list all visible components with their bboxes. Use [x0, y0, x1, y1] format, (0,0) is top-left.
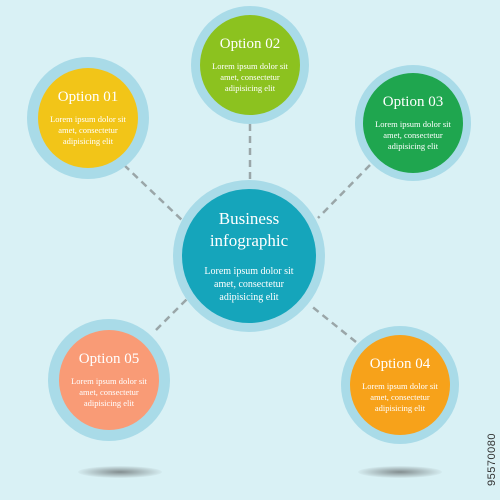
option-01-title: Option 01 [57, 88, 119, 105]
stock-id-label: 95570080 [486, 433, 498, 486]
option-05-node: Option 05 Lorem ipsum dolor sit amet, co… [48, 319, 170, 441]
center-title: Business infographic [210, 208, 288, 251]
option-04-node: Option 04 Lorem ipsum dolor sit amet, co… [341, 326, 459, 444]
center-node: Business infographic Lorem ipsum dolor s… [173, 180, 325, 332]
option-03-text: Lorem ipsum dolor sit amet, consectetur … [375, 119, 451, 152]
connector-option-05 [155, 295, 191, 331]
option-02-disc: Option 02 Lorem ipsum dolor sit amet, co… [200, 15, 300, 115]
option-04-disc: Option 04 Lorem ipsum dolor sit amet, co… [350, 335, 450, 435]
option-03-title: Option 03 [382, 93, 444, 110]
option-02-node: Option 02 Lorem ipsum dolor sit amet, co… [191, 6, 309, 124]
option-03-disc: Option 03 Lorem ipsum dolor sit amet, co… [363, 73, 463, 173]
option-05-text: Lorem ipsum dolor sit amet, consectetur … [71, 376, 147, 409]
option-04-title: Option 04 [369, 355, 431, 372]
option-05-disc: Option 05 Lorem ipsum dolor sit amet, co… [59, 330, 159, 430]
center-node-disc: Business infographic Lorem ipsum dolor s… [182, 189, 316, 323]
connector-option-04 [309, 304, 357, 343]
option-04-text: Lorem ipsum dolor sit amet, consectetur … [362, 381, 438, 414]
option-05-title: Option 05 [78, 350, 140, 367]
option-01-node: Option 01 Lorem ipsum dolor sit amet, co… [27, 57, 149, 179]
option-03-node: Option 03 Lorem ipsum dolor sit amet, co… [355, 65, 471, 181]
option-01-disc: Option 01 Lorem ipsum dolor sit amet, co… [38, 68, 138, 168]
connector-option-03 [317, 164, 371, 219]
connector-option-01 [123, 164, 185, 223]
center-title-line2: infographic [209, 230, 289, 250]
option-01-text: Lorem ipsum dolor sit amet, consectetur … [50, 114, 126, 147]
ground-shadow-left [78, 466, 162, 478]
center-title-line1: Business [218, 209, 280, 229]
center-text: Lorem ipsum dolor sit amet, consectetur … [204, 265, 294, 303]
ground-shadow-right [358, 466, 442, 478]
option-02-title: Option 02 [219, 35, 281, 52]
option-02-text: Lorem ipsum dolor sit amet, consectetur … [212, 61, 288, 94]
